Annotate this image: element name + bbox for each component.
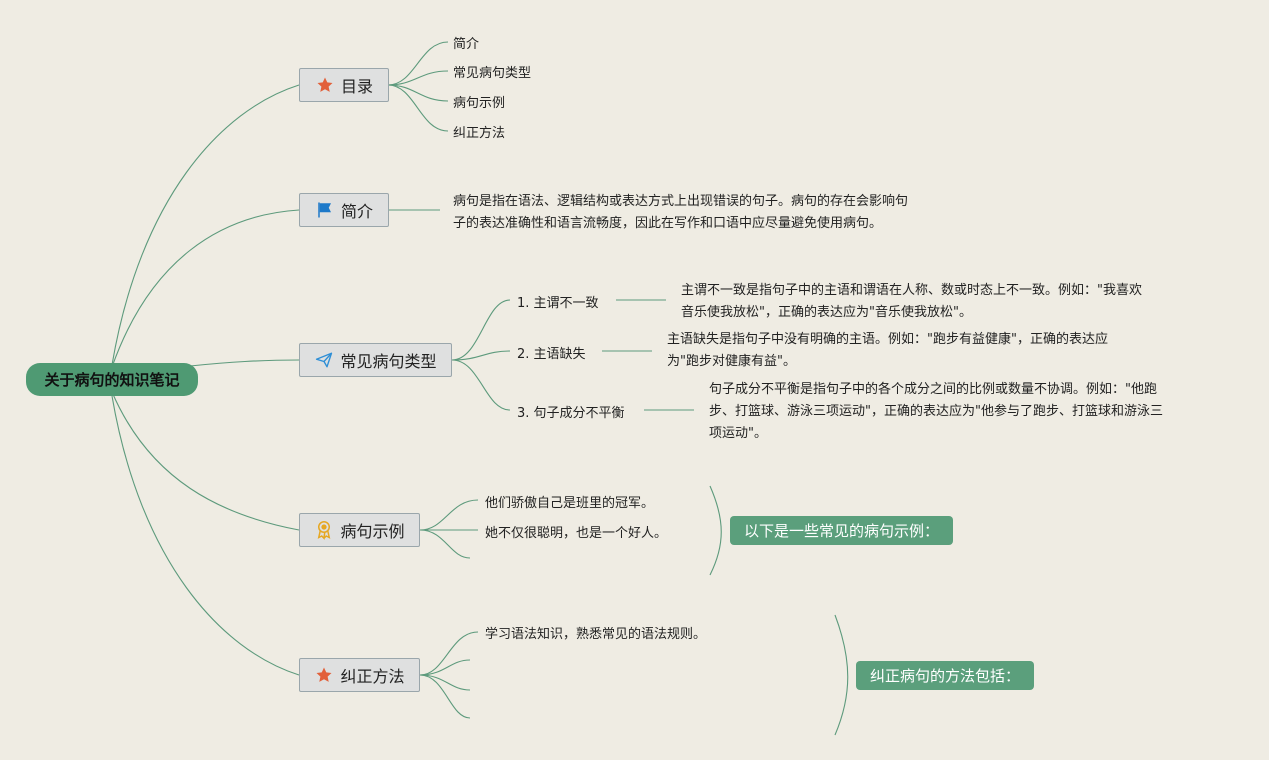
type-desc-line: 音乐使我放松"，正确的表达应为"音乐使我放松"。 — [681, 305, 972, 320]
fix-summary[interactable]: 纠正病句的方法包括： — [856, 661, 1035, 690]
example-item[interactable]: 她不仅很聪明，也是一个好人。 — [485, 526, 668, 541]
branch-types[interactable]: 常见病句类型 — [299, 343, 452, 377]
award-icon — [314, 520, 334, 540]
branch-toc-label: 目录 — [340, 77, 373, 96]
intro-line: 子的表达准确性和语言流畅度，因此在写作和口语中应尽量避免使用病句。 — [453, 216, 883, 231]
branch-examples[interactable]: 病句示例 — [299, 513, 420, 547]
star-icon — [314, 665, 334, 685]
branch-types-label: 常见病句类型 — [340, 352, 437, 371]
paper-plane-icon — [314, 350, 334, 370]
toc-item-examples[interactable]: 病句示例 — [453, 96, 506, 111]
fix-item[interactable]: 学习语法知识，熟悉常见的语法规则。 — [485, 627, 707, 642]
toc-item-types[interactable]: 常见病句类型 — [453, 66, 532, 81]
intro-line: 病句是指在语法、逻辑结构或表达方式上出现错误的句子。病句的存在会影响句 — [453, 194, 909, 209]
type-desc-line: 步、打篮球、游泳三项运动"，正确的表达应为"他参与了跑步、打篮球和游泳三 — [709, 404, 1163, 419]
branch-intro[interactable]: 简介 — [299, 193, 389, 227]
branch-intro-label: 简介 — [340, 202, 373, 221]
toc-item-fix[interactable]: 纠正方法 — [453, 126, 506, 141]
type-desc-line: 项运动"。 — [709, 426, 767, 441]
intro-text[interactable]: 病句是指在语法、逻辑结构或表达方式上出现错误的句子。病句的存在会影响句 子的表达… — [453, 191, 908, 235]
type-desc-line: 主语缺失是指句子中没有明确的主语。例如："跑步有益健康"，正确的表达应 — [667, 332, 1108, 347]
branch-examples-label: 病句示例 — [340, 522, 405, 541]
star-icon — [315, 75, 335, 95]
flag-icon — [315, 200, 335, 220]
branch-fix-label: 纠正方法 — [340, 667, 405, 686]
type-title[interactable]: 2. 主语缺失 — [517, 347, 586, 362]
type-desc-line: 句子成分不平衡是指句子中的各个成分之间的比例或数量不协调。例如："他跑 — [709, 382, 1157, 397]
type-desc[interactable]: 主谓不一致是指句子中的主语和谓语在人称、数或时态上不一致。例如："我喜欢 音乐使… — [681, 280, 1142, 324]
example-item[interactable]: 他们骄傲自己是班里的冠军。 — [485, 496, 655, 511]
examples-summary[interactable]: 以下是一些常见的病句示例： — [730, 516, 954, 545]
branch-toc[interactable]: 目录 — [299, 68, 389, 102]
type-desc[interactable]: 主语缺失是指句子中没有明确的主语。例如："跑步有益健康"，正确的表达应 为"跑步… — [667, 329, 1108, 373]
type-desc[interactable]: 句子成分不平衡是指句子中的各个成分之间的比例或数量不协调。例如："他跑 步、打篮… — [709, 379, 1163, 445]
root-topic[interactable]: 关于病句的知识笔记 — [26, 363, 198, 396]
type-desc-line: 主谓不一致是指句子中的主语和谓语在人称、数或时态上不一致。例如："我喜欢 — [681, 283, 1142, 298]
type-title[interactable]: 1. 主谓不一致 — [517, 296, 599, 311]
type-desc-line: 为"跑步对健康有益"。 — [667, 354, 796, 369]
type-title[interactable]: 3. 句子成分不平衡 — [517, 406, 625, 421]
toc-item-intro[interactable]: 简介 — [453, 37, 480, 52]
branch-fix[interactable]: 纠正方法 — [299, 658, 420, 692]
